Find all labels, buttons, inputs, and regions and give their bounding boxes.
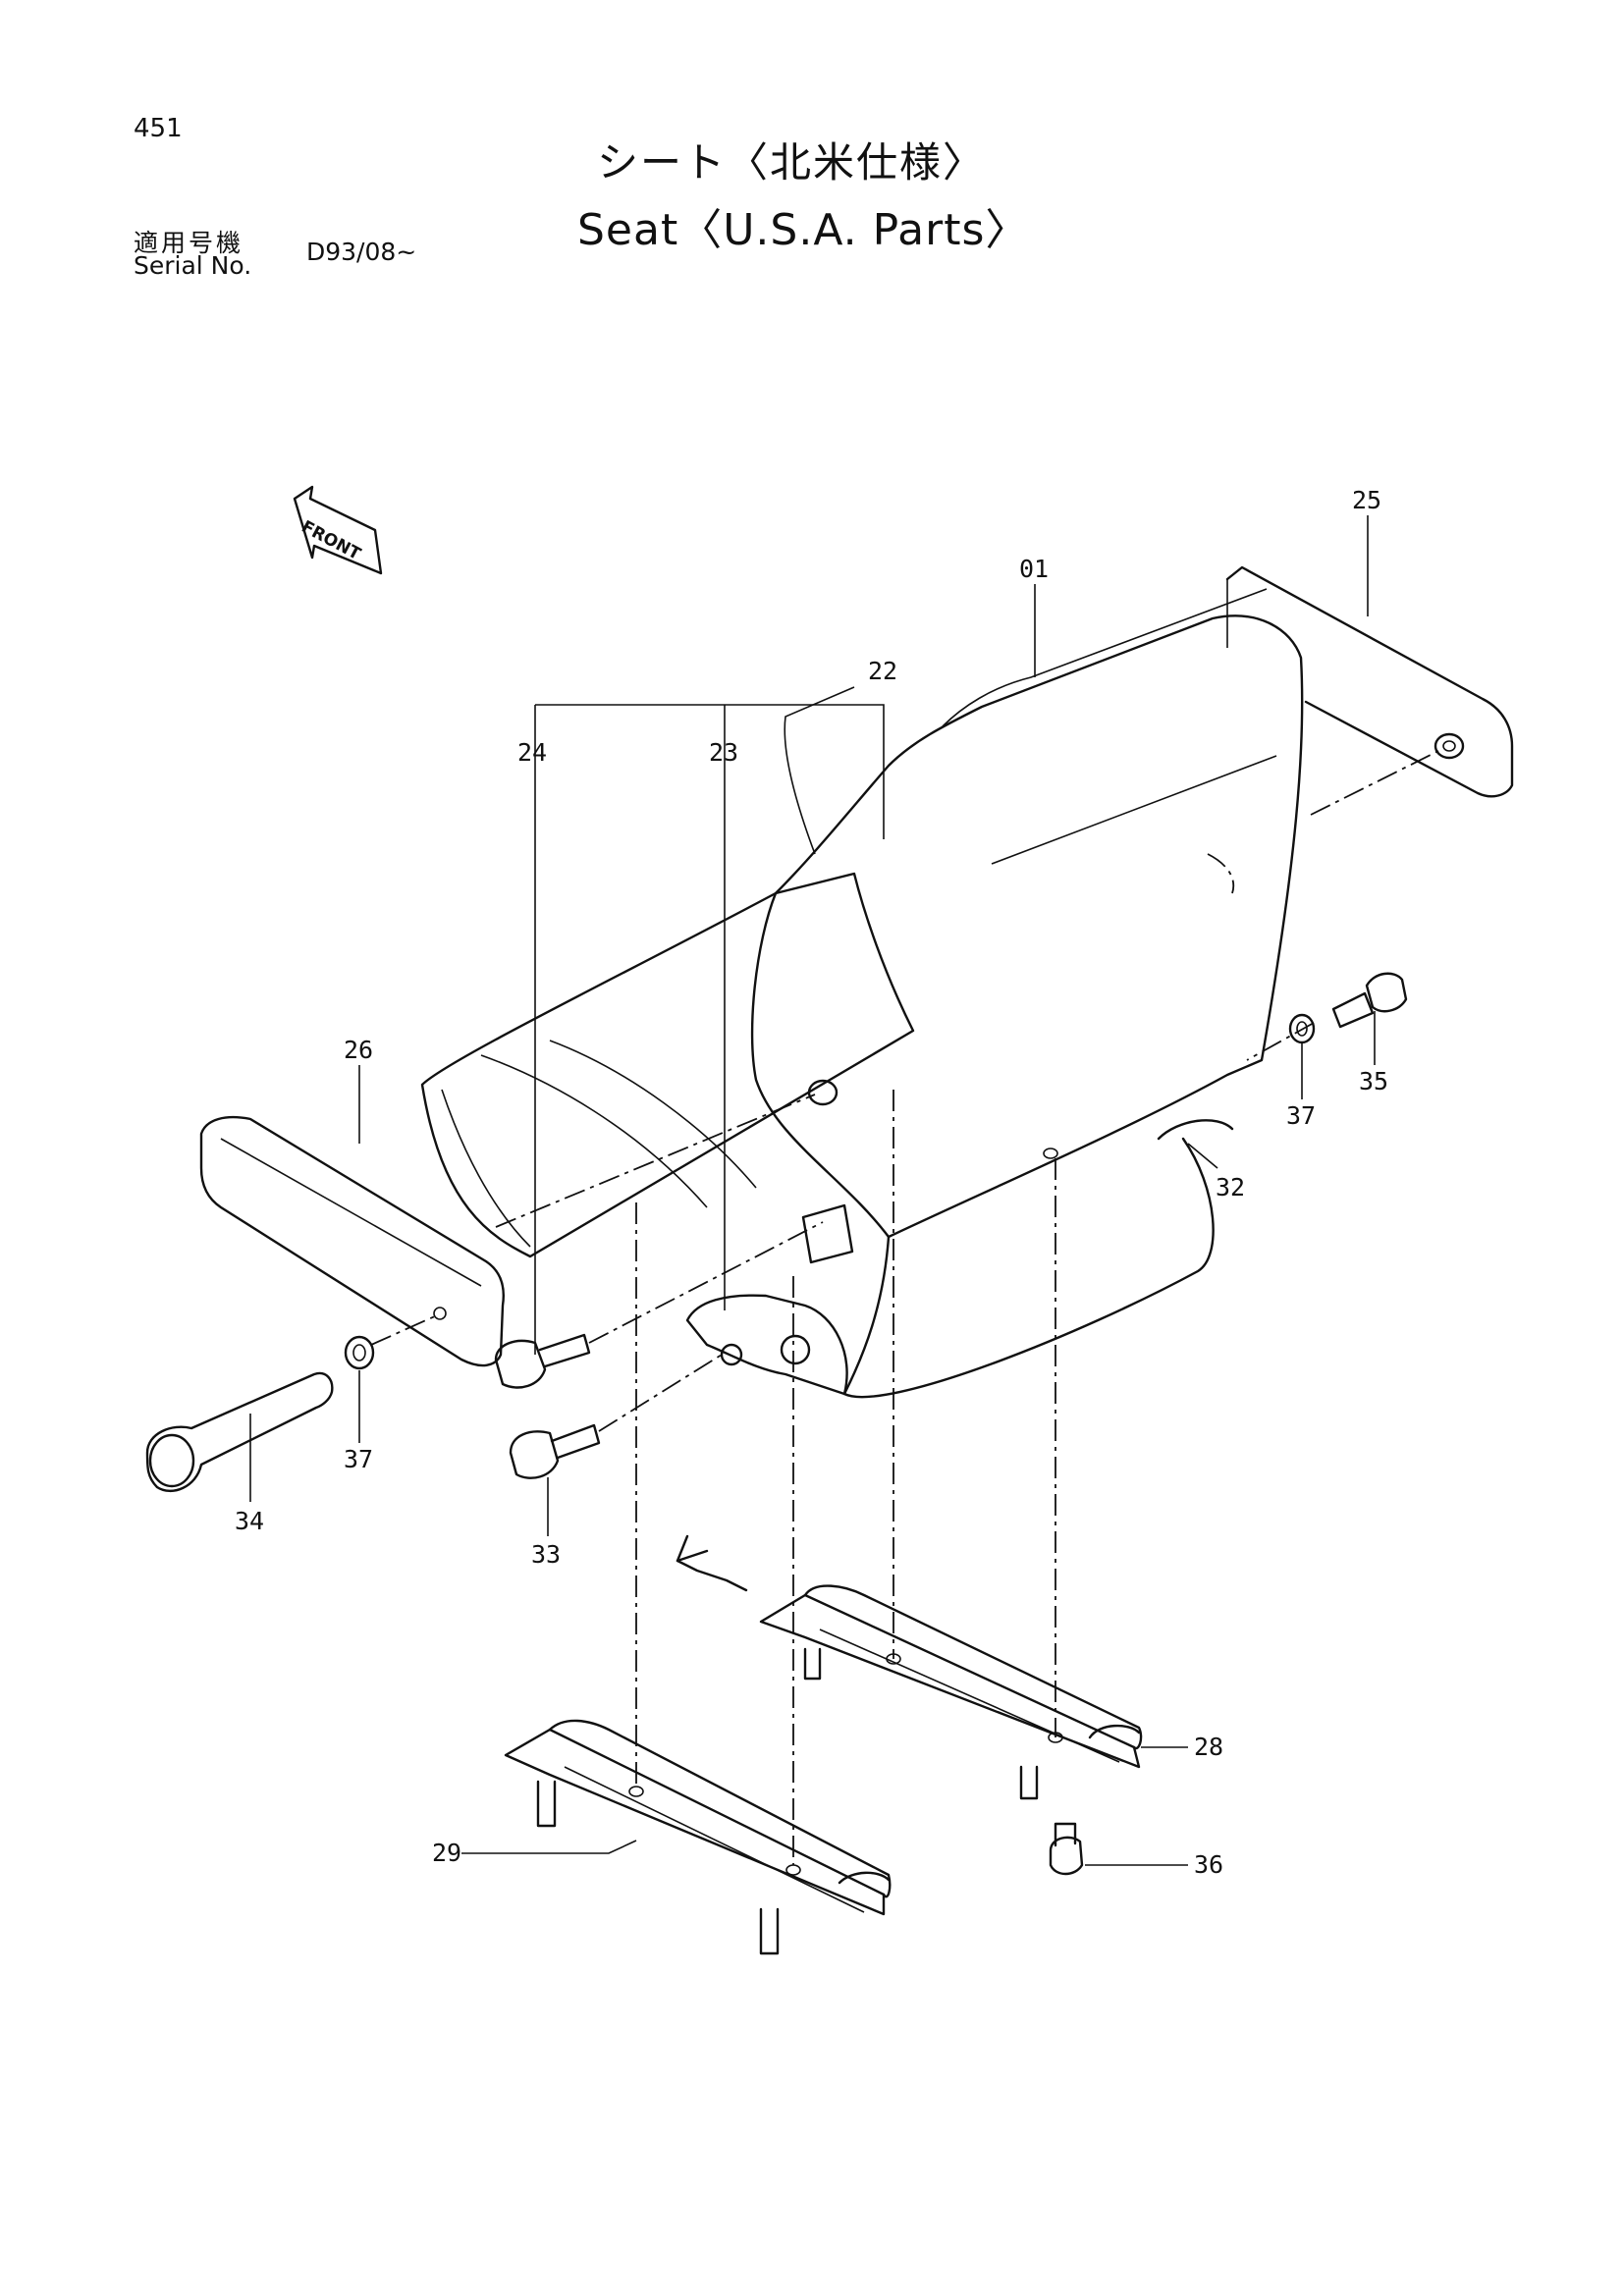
callout-36: 36 xyxy=(1194,1850,1223,1879)
serial-label-english: Serial No. xyxy=(134,251,252,280)
bolt-24 xyxy=(494,1333,591,1389)
leader-lines xyxy=(249,515,1376,1866)
serial-label-japanese: 適用号機 xyxy=(134,229,244,257)
callout-29: 29 xyxy=(432,1839,461,1867)
callout-24: 24 xyxy=(517,738,547,767)
armrest-left xyxy=(199,1115,505,1367)
rail-28 xyxy=(676,1534,1143,1800)
callout-35: 35 xyxy=(1359,1067,1388,1095)
rail-29 xyxy=(504,1719,892,1955)
seat-assembly xyxy=(420,588,1304,1399)
callout-labels: 01 22 23 24 25 26 28 29 32 33 34 35 36 3… xyxy=(235,486,1388,1879)
pin-34 xyxy=(145,1371,334,1492)
callout-37-right: 37 xyxy=(1286,1101,1316,1130)
bolt-35 xyxy=(1331,972,1408,1029)
bolt-36 xyxy=(1049,1822,1084,1876)
callout-22: 22 xyxy=(868,657,897,685)
callout-25: 25 xyxy=(1352,486,1381,514)
washer-37-left xyxy=(344,1335,375,1370)
callout-28: 28 xyxy=(1194,1733,1223,1761)
callout-37-left: 37 xyxy=(344,1445,373,1473)
callout-23: 23 xyxy=(709,738,738,767)
serial-value: D93/08~ xyxy=(306,238,417,266)
armrest-right xyxy=(1225,565,1514,798)
page-title-japanese: シート〈北米仕様〉 xyxy=(597,138,987,187)
callout-32: 32 xyxy=(1216,1173,1245,1201)
assembly-centerlines xyxy=(370,750,1439,1865)
callout-34: 34 xyxy=(235,1507,264,1535)
callout-33: 33 xyxy=(531,1540,561,1569)
bolt-33 xyxy=(509,1423,601,1479)
page-title-english: Seat〈U.S.A. Parts〉 xyxy=(577,205,1030,255)
front-arrow-icon: FRONT xyxy=(293,485,383,575)
callout-26: 26 xyxy=(344,1036,373,1064)
callout-01: 01 xyxy=(1019,555,1049,583)
page-number: 451 xyxy=(134,114,183,143)
